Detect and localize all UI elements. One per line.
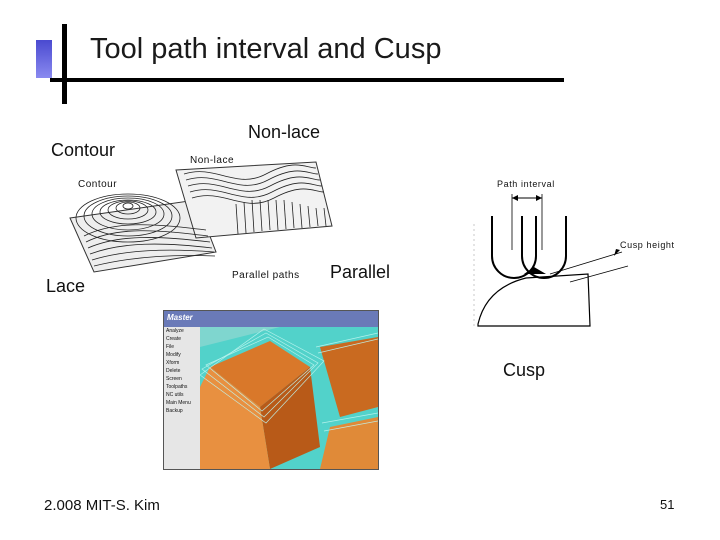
label-contour: Contour (51, 140, 116, 160)
label-non-lace: Non-lace (248, 122, 321, 142)
label-cusp: Cusp (503, 360, 546, 380)
toolpath-pattern-illustration (69, 161, 333, 273)
page-number: 51 (660, 497, 675, 512)
cam-menu-item[interactable]: Xform (166, 360, 180, 366)
cam-menu-item[interactable]: Delete (166, 368, 181, 374)
cam-menu-item[interactable]: Create (166, 336, 182, 342)
label-path-interval: Path interval (497, 179, 555, 189)
cam-menu-item[interactable]: Screen (166, 376, 182, 382)
label-non-lace-small: Non-lace (190, 155, 235, 166)
cam-software-window: Master Analyze Create File Modify Xform … (163, 310, 379, 470)
slide-title: Tool path interval and Cusp (90, 33, 442, 65)
label-cusp-height: Cusp height (620, 240, 675, 250)
cam-menu-panel: Analyze Create File Modify Xform Delete … (164, 327, 201, 469)
label-contour-small: Contour (78, 179, 118, 190)
cam-logo: Master (167, 313, 193, 322)
cam-menu-item[interactable]: Backup (166, 408, 183, 414)
title-vertical-rule (62, 24, 67, 104)
cam-toolbar (164, 311, 378, 327)
cam-3d-viewport (200, 327, 378, 469)
label-parallel: Parallel (330, 262, 391, 282)
title-accent-bar (36, 40, 52, 78)
cam-menu-item[interactable]: Modify (166, 352, 181, 358)
cam-menu-item[interactable]: Analyze (166, 328, 184, 334)
slide-footer: 2.008 MIT-S. Kim (44, 497, 160, 514)
cam-menu-item[interactable]: Toolpaths (166, 384, 188, 390)
cam-menu-item[interactable]: Main Menu (166, 400, 191, 406)
title-horizontal-rule (50, 78, 564, 82)
label-lace: Lace (46, 276, 86, 296)
cam-menu-item[interactable]: NC utils (166, 392, 184, 398)
cusp-diagram (473, 194, 629, 327)
label-parallel-paths: Parallel paths (232, 270, 300, 281)
cam-menu-item[interactable]: File (166, 344, 175, 350)
